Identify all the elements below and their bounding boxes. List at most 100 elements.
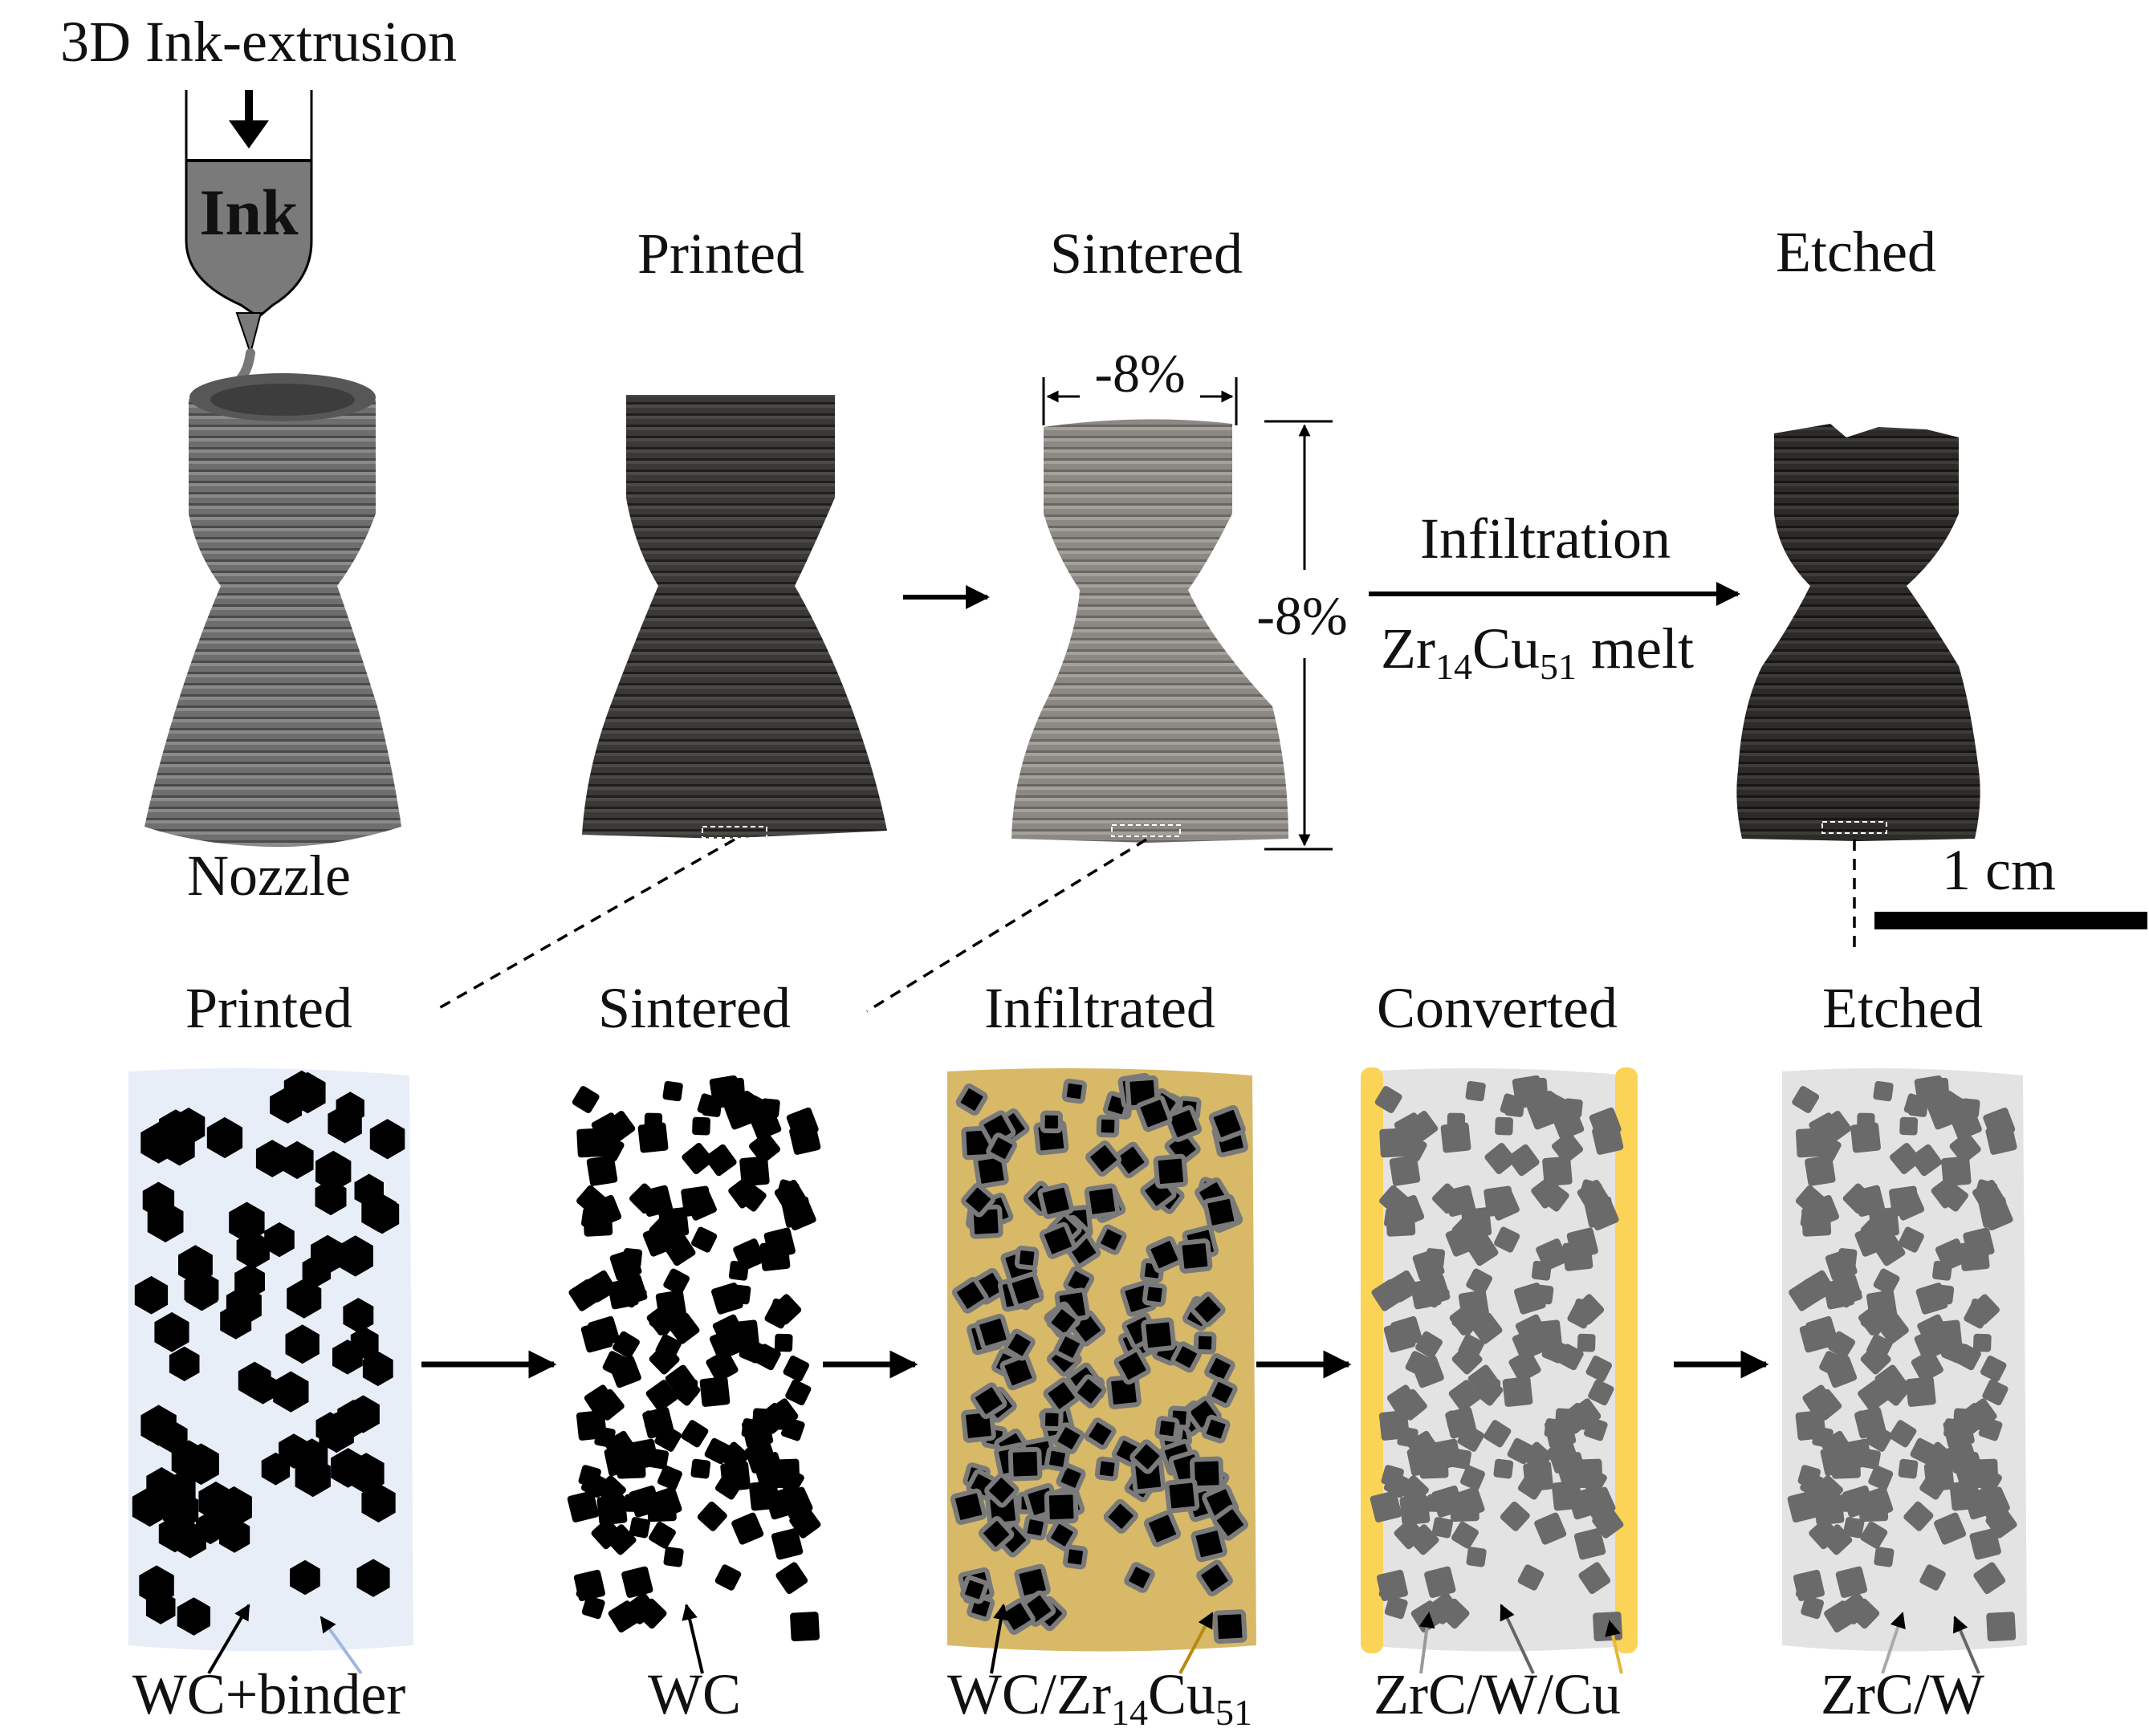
wc-particle <box>139 1565 174 1606</box>
zrc-w-particle <box>1573 1528 1606 1560</box>
cu-layer-right <box>1615 1067 1638 1653</box>
zrc-w-particle <box>1857 1410 1876 1429</box>
wc-particle-coated <box>1112 1141 1150 1179</box>
zrc-w-particle <box>1890 1143 1921 1174</box>
wc-particle <box>647 1492 677 1523</box>
zrc-w-particle <box>1527 1097 1560 1130</box>
wc-particle <box>295 1438 328 1475</box>
wc-particle <box>608 1600 641 1632</box>
wc-particle-coated <box>970 1382 1007 1420</box>
wc-particle <box>581 1596 605 1620</box>
wc-particle-coated <box>986 1132 1017 1165</box>
zrc-w-particle <box>1973 1562 2006 1595</box>
zrc-w-particle <box>1518 1077 1549 1108</box>
wc-particle <box>731 1284 751 1305</box>
zrc-w-particle <box>1910 1144 1943 1177</box>
wc-particle <box>649 1307 678 1336</box>
zrc-w-particle <box>1371 1279 1404 1311</box>
zrc-w-particle <box>1466 1547 1487 1567</box>
wc-particle <box>629 1517 651 1539</box>
zrc-w-particle <box>1500 1501 1530 1531</box>
wc-particle <box>236 1230 270 1270</box>
zrc-w-particle <box>1873 1268 1900 1295</box>
wc-particle-coated <box>1044 1445 1070 1472</box>
zrc-w-particle <box>1978 1417 2003 1441</box>
wc-particle <box>657 1465 682 1490</box>
wc-particle <box>361 1483 396 1523</box>
wc-particle <box>692 1116 710 1136</box>
zrc-w-particle <box>1460 1465 1485 1490</box>
wc-particle <box>264 1222 295 1258</box>
zrc-w-particle <box>1795 1185 1825 1215</box>
wc-particle <box>783 1356 810 1382</box>
wc-particle-coated <box>1196 1559 1233 1597</box>
stage-title-3: Converted <box>1377 976 1618 1040</box>
wc-particle <box>644 1112 663 1132</box>
wc-particle <box>789 1506 821 1539</box>
zrc-w-particle <box>1889 1185 1920 1217</box>
syringe-body <box>185 159 313 319</box>
wc-particle-coated <box>1153 1153 1189 1189</box>
wc-particle <box>568 1279 601 1311</box>
wc-particle <box>615 1274 648 1307</box>
nozzle-tip <box>235 312 263 356</box>
zrc-w-particle <box>1532 1319 1562 1351</box>
printed-title: Printed <box>637 222 804 286</box>
zrc-w-particle <box>1592 1506 1624 1539</box>
wc-particle-coated <box>1046 1518 1078 1551</box>
zrc-w-particle <box>1411 1356 1444 1388</box>
zrc-w-particle <box>1972 1333 1992 1352</box>
wc-particle <box>690 1458 711 1479</box>
wc-particle-coated <box>1046 1304 1081 1339</box>
wc-particle <box>616 1449 646 1479</box>
zrc-w-particle <box>1919 1564 1946 1591</box>
wc-particle <box>134 1275 169 1315</box>
zrc-w-particle <box>1551 1480 1582 1511</box>
zrc-w-particle <box>1585 1356 1613 1382</box>
wc-particle <box>576 1185 606 1215</box>
wc-particle <box>183 1443 219 1486</box>
zrc-w-particle <box>1394 1112 1427 1145</box>
wc-particle-coated <box>1056 1462 1086 1493</box>
wc-particle-coated <box>955 1083 988 1116</box>
zrc-w-particle <box>1853 1185 1886 1217</box>
wc-particle-coated <box>1177 1238 1213 1274</box>
zrc-w-particle <box>1868 1465 1894 1490</box>
wc-particle <box>720 1461 751 1492</box>
wc-particle-coated <box>1085 1140 1122 1177</box>
wc-particle-coated <box>1044 1490 1079 1525</box>
zrc-w-particle <box>1536 1238 1569 1271</box>
zrc-w-particle <box>1874 1547 1895 1567</box>
zrc-w-particle <box>1805 1315 1838 1348</box>
wc-particle-coated <box>999 1598 1036 1635</box>
wc-particle <box>714 1564 742 1591</box>
wc-particle-coated <box>950 1488 987 1525</box>
zrc-w-particle <box>1494 1226 1520 1253</box>
wc-particle <box>681 1185 712 1217</box>
wc-particle <box>576 1577 600 1602</box>
wc-particle <box>596 1475 626 1506</box>
wc-particle <box>644 1410 663 1429</box>
zrc-w-particle <box>1941 1156 1972 1187</box>
wc-particle <box>741 1418 762 1439</box>
zrc-w-particle <box>1809 1112 1842 1145</box>
zrc-w-particle <box>1949 1480 1980 1511</box>
wc-particle-coated <box>1203 1193 1239 1230</box>
zrc-w-particle <box>1584 1196 1616 1228</box>
wc-particle <box>591 1518 622 1550</box>
melt-label: Zr14Cu51 melt <box>1381 616 1694 687</box>
zrc-w-particle <box>1959 1241 1990 1271</box>
wc-particle <box>567 1490 600 1523</box>
wc-particle <box>350 1327 379 1360</box>
stage-caption-3: ZrC/W/Cu <box>1374 1662 1621 1726</box>
wc-particle-coated <box>1062 1544 1089 1570</box>
zrc-w-particle <box>1593 1612 1622 1642</box>
wc-particle-coated <box>961 1182 995 1218</box>
zrc-w-particle <box>1934 1284 1955 1305</box>
wc-particle-coated <box>975 1313 1011 1351</box>
zrc-w-particle <box>1969 1528 2001 1560</box>
zrc-w-particle <box>1448 1380 1481 1412</box>
wc-particle <box>361 1192 397 1233</box>
wc-particle-coated <box>1154 1416 1180 1441</box>
zrc-w-particle <box>1542 1156 1573 1187</box>
